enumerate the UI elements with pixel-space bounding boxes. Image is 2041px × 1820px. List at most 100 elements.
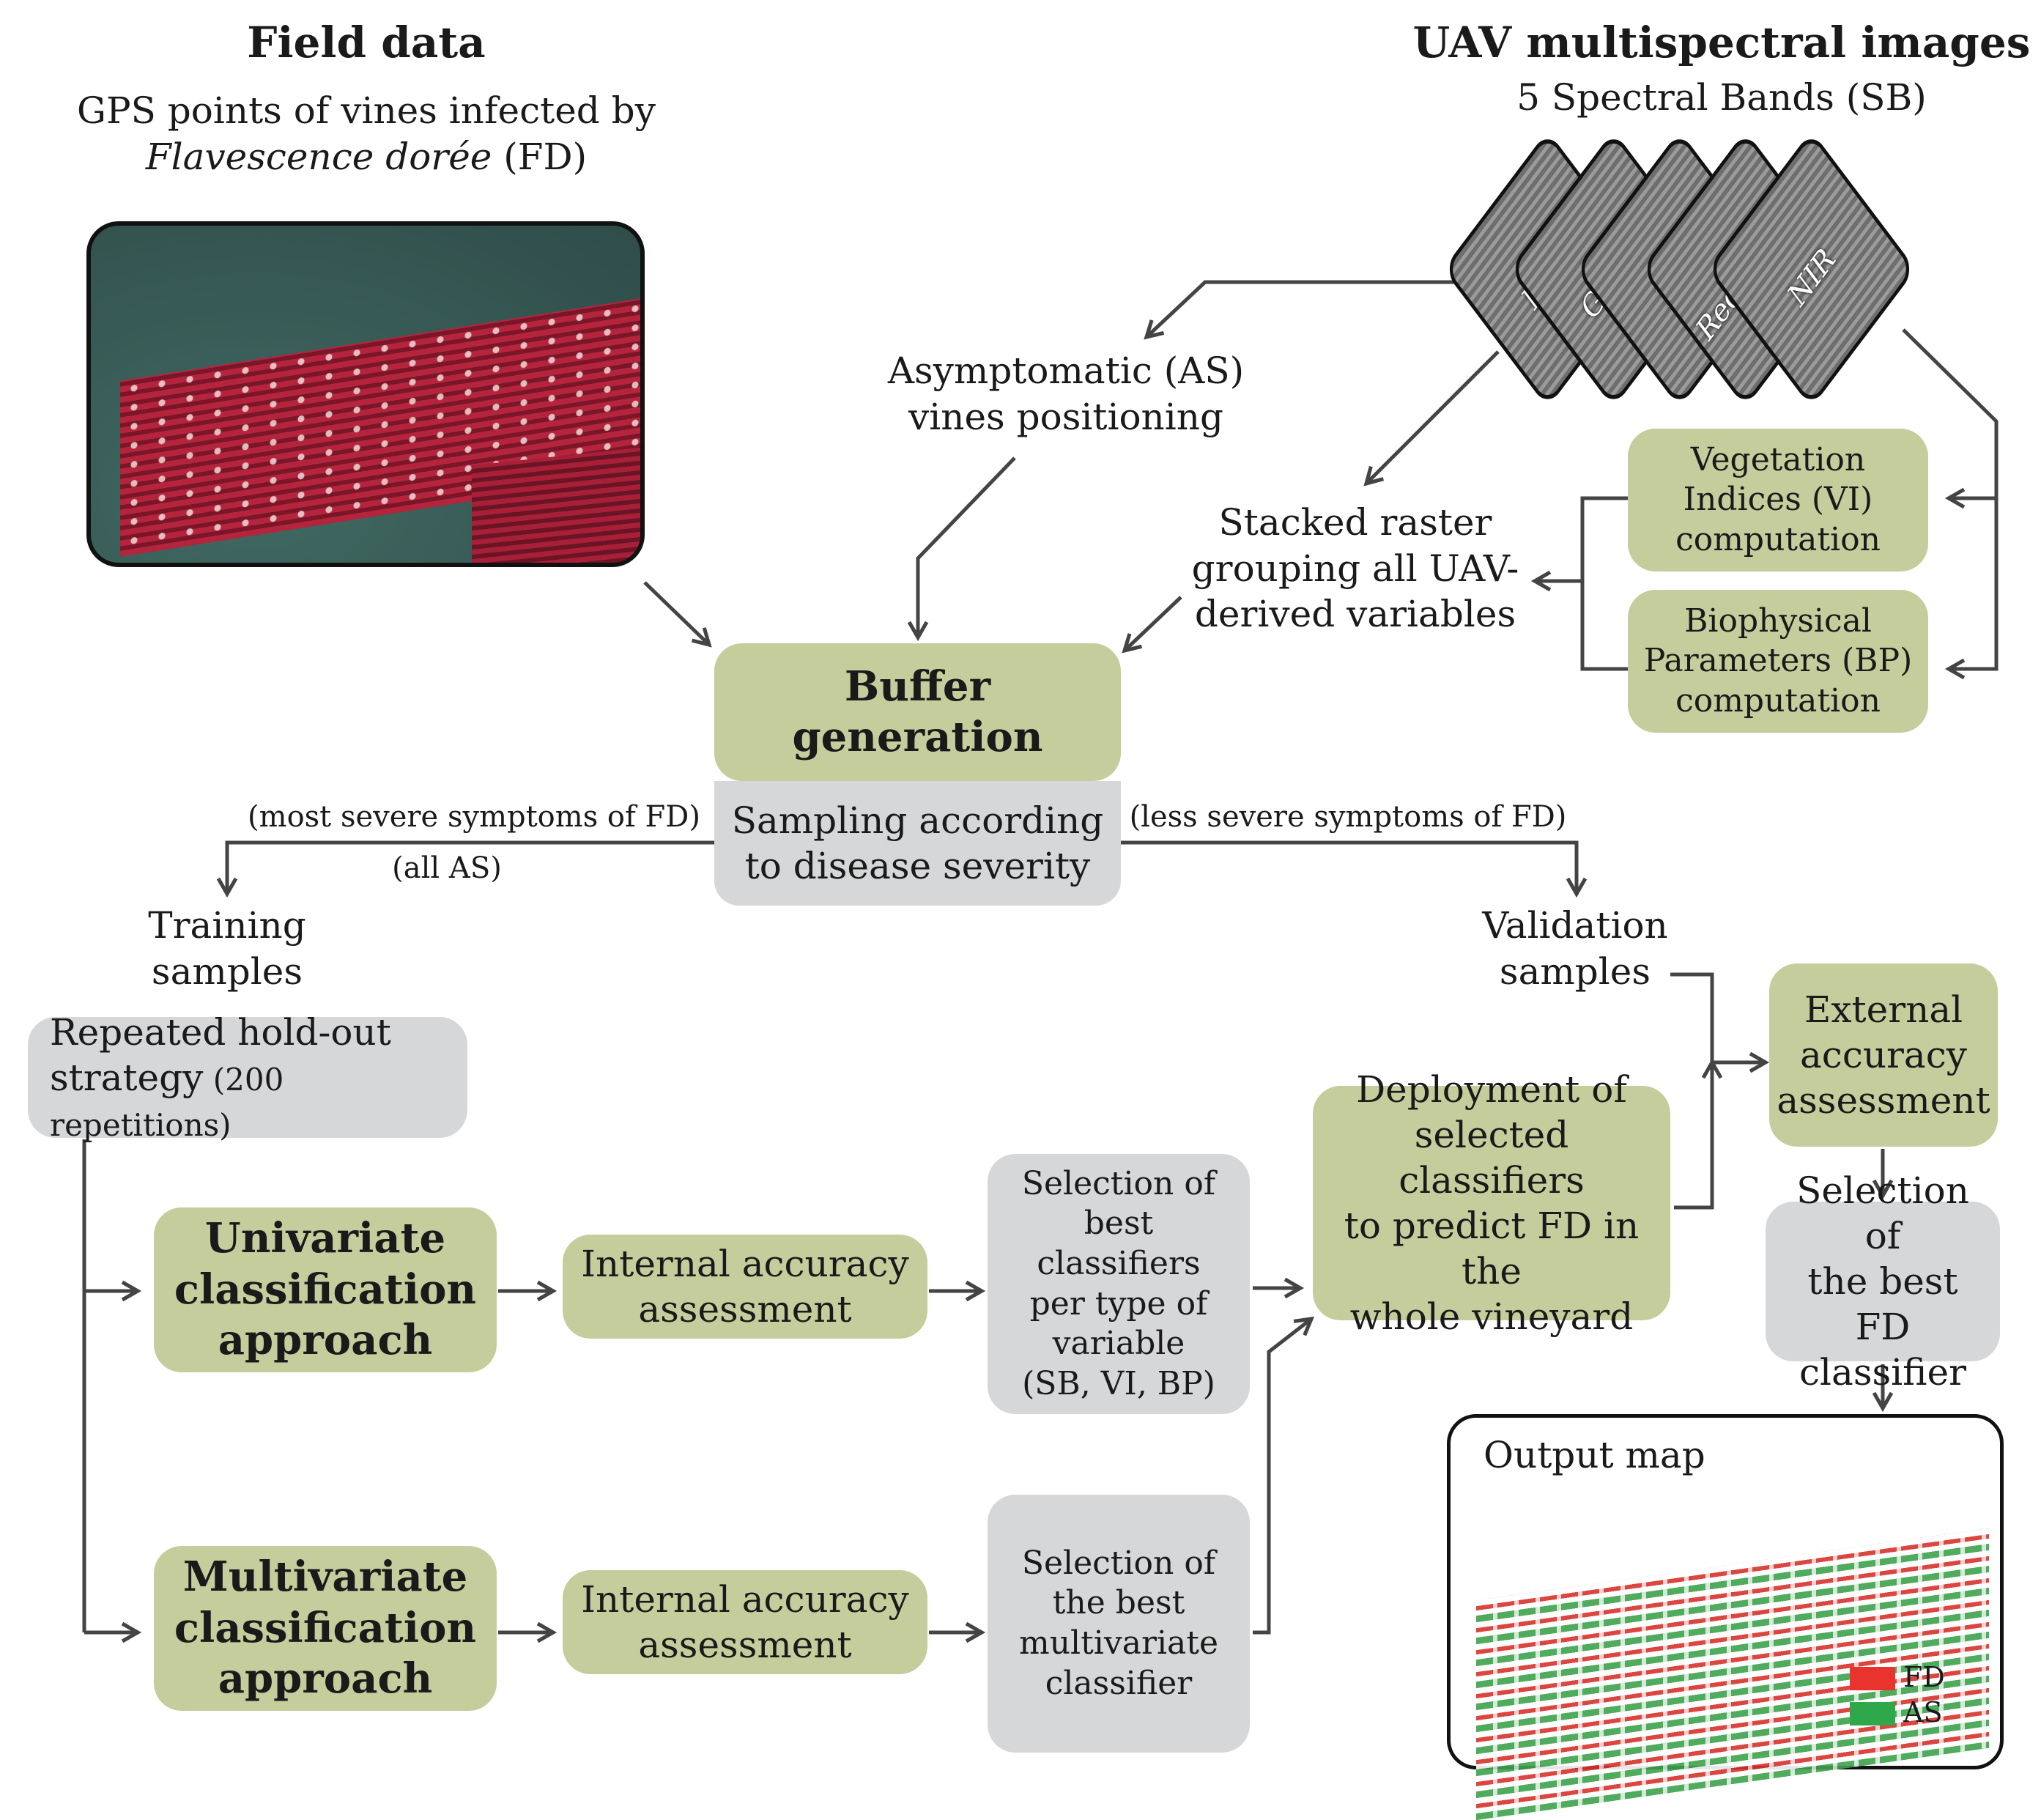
int1-line1: Internal accuracy xyxy=(581,1243,909,1285)
vi-computation-box: Vegetation Indices (VI) computation xyxy=(1628,429,1928,571)
multi-line2: classification xyxy=(174,1603,477,1652)
bp-line3: computation xyxy=(1675,681,1881,720)
less-severe-label: (less severe symptoms of FD) xyxy=(1129,800,1567,834)
arrow-sampling-to-training xyxy=(216,840,714,898)
stacked-raster-label: Stacked raster grouping all UAV- derived… xyxy=(1172,500,1538,637)
ext-line2: accuracy xyxy=(1800,1034,1967,1076)
bp-line2: Parameters (BP) xyxy=(1643,642,1913,680)
multi-line1: Multivariate xyxy=(182,1553,468,1602)
selmulti-line1: Selection of xyxy=(1021,1544,1216,1582)
most-severe-label: (most severe symptoms of FD) xyxy=(248,800,700,834)
arrow-holdout-to-uni xyxy=(82,1139,138,1632)
deploy-line3: to predict FD in the xyxy=(1344,1205,1640,1292)
arrow-bands-to-as xyxy=(1144,280,1454,340)
selbest-line4: variable xyxy=(1052,1325,1185,1363)
legend-swatch-fd xyxy=(1850,1667,1895,1690)
holdout-line1: Repeated hold-out xyxy=(50,1010,391,1054)
training-line1: Training xyxy=(148,904,306,947)
vi-line3: computation xyxy=(1675,520,1881,558)
arrow-stack-to-buffer xyxy=(1122,596,1182,654)
field-aerial-photo xyxy=(86,221,645,567)
stacked-raster-line1: Stacked raster xyxy=(1218,501,1492,544)
deploy-line1: Deployment of xyxy=(1356,1068,1627,1111)
uni-line1: Univariate xyxy=(204,1214,446,1263)
sampling-box: Sampling according to disease severity xyxy=(714,781,1121,906)
holdout-line2: strategy (200 repetitions) xyxy=(50,1055,454,1146)
as-positioning-line1: Asymptomatic (AS) xyxy=(887,349,1245,392)
vi-line1: Vegetation xyxy=(1690,440,1866,478)
int2-line2: assessment xyxy=(638,1624,852,1666)
legend-label-fd: FD xyxy=(1903,1661,1945,1693)
stacked-raster-line3: derived variables xyxy=(1194,593,1516,635)
deploy-line4: whole vineyard xyxy=(1349,1295,1634,1338)
ext-line3: assessment xyxy=(1777,1079,1990,1122)
connector-layer xyxy=(82,280,1999,1643)
arrow-vi-bp-to-stack xyxy=(1535,496,1628,671)
selbest-line1: Selection of xyxy=(1021,1164,1216,1202)
external-accuracy-box: External accuracy assessment xyxy=(1769,963,1998,1147)
field-data-caption-line1: GPS points of vines infected by xyxy=(77,89,656,132)
holdout-strategy-word: strategy xyxy=(50,1056,204,1099)
buffer-line2: generation xyxy=(792,713,1043,761)
deployment-box: Deployment of selected classifiers to pr… xyxy=(1313,1068,1670,1338)
field-data-caption-line2: Flavescence dorée (FD) xyxy=(44,134,689,180)
multi-line3: approach xyxy=(218,1654,433,1704)
int1-line2: assessment xyxy=(638,1288,852,1331)
output-map-panel: Output map FD AS xyxy=(1447,1414,2004,1820)
arrow-sampling-to-validation xyxy=(1121,840,1588,898)
selfd-line2: the best FD xyxy=(1807,1260,1958,1348)
selbest-line5: (SB, VI, BP) xyxy=(1022,1364,1215,1402)
ext-line1: External xyxy=(1804,988,1963,1031)
as-positioning-line2: vines positioning xyxy=(908,395,1223,438)
selbest-line3: per type of xyxy=(1029,1284,1208,1323)
bp-line1: Biophysical xyxy=(1684,602,1872,640)
univariate-approach-box: Univariate classification approach xyxy=(154,1207,497,1372)
validation-line2: samples xyxy=(1499,950,1651,993)
bp-computation-box: Biophysical Parameters (BP) computation xyxy=(1628,590,1928,733)
all-as-label: (all AS) xyxy=(392,851,502,885)
arrow-as-to-buffer xyxy=(907,456,1016,642)
arrow-selmulti-to-deploy xyxy=(1253,1316,1315,1635)
selmulti-line2: the best xyxy=(1052,1584,1185,1622)
legend-label-as: AS xyxy=(1903,1696,1943,1728)
vi-line2: Indices (VI) xyxy=(1683,481,1873,519)
sampling-line2: to disease severity xyxy=(744,845,1091,887)
uav-title: UAV multispectral images xyxy=(1412,18,2031,67)
training-samples-label: Training samples xyxy=(110,903,344,994)
fd-abbrev: (FD) xyxy=(492,135,588,178)
fd-italic-name: Flavescence dorée xyxy=(145,135,492,178)
band-label-nir: NIR xyxy=(1783,240,1840,315)
validation-samples-label: Validation samples xyxy=(1458,903,1692,994)
validation-line1: Validation xyxy=(1482,904,1668,947)
selection-best-fd-box: Selection of the best FD classifier xyxy=(1766,1169,2000,1394)
buffer-generation-box: Buffer generation xyxy=(714,643,1121,781)
arrow-bands-to-bp xyxy=(1944,498,1999,680)
selmulti-line4: classifier xyxy=(1045,1664,1193,1702)
deploy-line2: selected classifiers xyxy=(1399,1114,1585,1202)
field-data-title: Field data xyxy=(247,18,486,67)
uni-line3: approach xyxy=(218,1316,433,1365)
uav-subtitle: 5 Spectral Bands (SB) xyxy=(1516,76,1927,119)
int2-line1: Internal accuracy xyxy=(581,1578,909,1621)
internal-accuracy-box-1: Internal accuracy assessment xyxy=(563,1235,927,1339)
legend-swatch-as xyxy=(1850,1702,1895,1725)
buffer-line1: Buffer xyxy=(844,662,991,711)
holdout-repetitions: (200 repetitions) xyxy=(50,1061,284,1143)
holdout-strategy-box: Repeated hold-out strategy (200 repetiti… xyxy=(28,1011,467,1143)
selfd-line1: Selection of xyxy=(1796,1169,1969,1257)
as-positioning-label: Asymptomatic (AS) vines positioning xyxy=(861,348,1271,440)
arrow-validation-to-ext xyxy=(1670,972,1770,1073)
field-data-caption: GPS points of vines infected by Flavesce… xyxy=(44,88,689,180)
arrow-deploy-to-ext xyxy=(1674,1058,1723,1210)
selection-best-per-type-box: Selection of best classifiers per type o… xyxy=(988,1154,1250,1414)
training-line2: samples xyxy=(151,950,303,993)
uni-line2: classification xyxy=(174,1265,477,1314)
selbest-line2: best classifiers xyxy=(1037,1205,1201,1282)
selfd-line3: classifier xyxy=(1799,1351,1966,1394)
selmulti-line3: multivariate xyxy=(1018,1624,1219,1662)
sampling-line1: Sampling according xyxy=(731,799,1104,842)
arrow-bands-to-stack xyxy=(1363,350,1500,487)
multivariate-approach-box: Multivariate classification approach xyxy=(154,1546,497,1711)
output-map-title: Output map xyxy=(1483,1434,1705,1476)
workflow-diagram: Field data GPS points of vines infected … xyxy=(0,0,2041,1780)
